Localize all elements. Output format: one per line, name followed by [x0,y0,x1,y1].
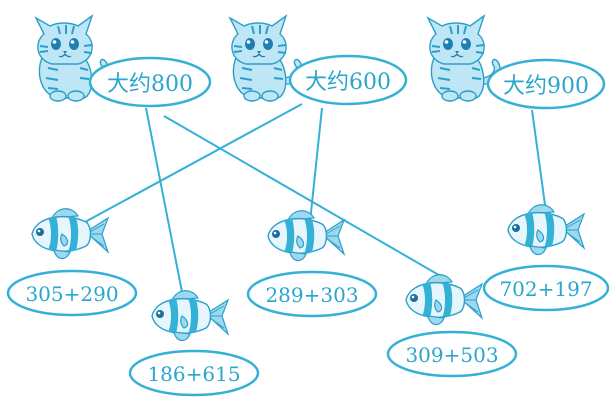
fish-label-oval [246,270,378,318]
connection-line [73,103,303,229]
fish-label: 309+503 [405,343,498,367]
cat-label: 大约600 [305,70,391,95]
cat-node[interactable]: 大约600 [229,15,408,106]
connection-line [163,115,445,279]
fish-label-oval [386,330,518,378]
connection-line [531,109,547,213]
fish-label: 702+197 [499,277,592,301]
cat-label-oval [486,58,606,110]
cat-label-oval [288,54,408,106]
cat-label: 大约800 [107,72,193,97]
fish-node[interactable]: 702+197 [482,204,610,312]
connection-line [309,107,323,223]
fish-label: 186+615 [147,362,240,386]
cat-node[interactable]: 大约800 [35,15,212,108]
cat-icon [229,15,304,102]
clownfish-icon [405,274,483,326]
connection-lines [73,103,547,293]
fish-node[interactable]: 289+303 [246,210,378,318]
clownfish-icon [507,204,585,256]
fish-node[interactable]: 305+290 [6,208,138,317]
connection-line [145,107,183,293]
fish-label: 305+290 [25,282,118,306]
fish-label-oval [6,269,138,317]
fish-node[interactable]: 309+503 [386,274,518,378]
cat-label-oval [88,56,212,108]
clownfish-icon [151,290,229,342]
fish-label-oval [128,349,260,397]
fish-node[interactable]: 186+615 [128,290,260,397]
cat-node[interactable]: 大约900 [427,15,606,110]
fish-label: 289+303 [265,283,358,307]
clownfish-icon [267,210,345,262]
cat-label: 大约900 [503,74,589,99]
fish-label-oval [482,264,610,312]
